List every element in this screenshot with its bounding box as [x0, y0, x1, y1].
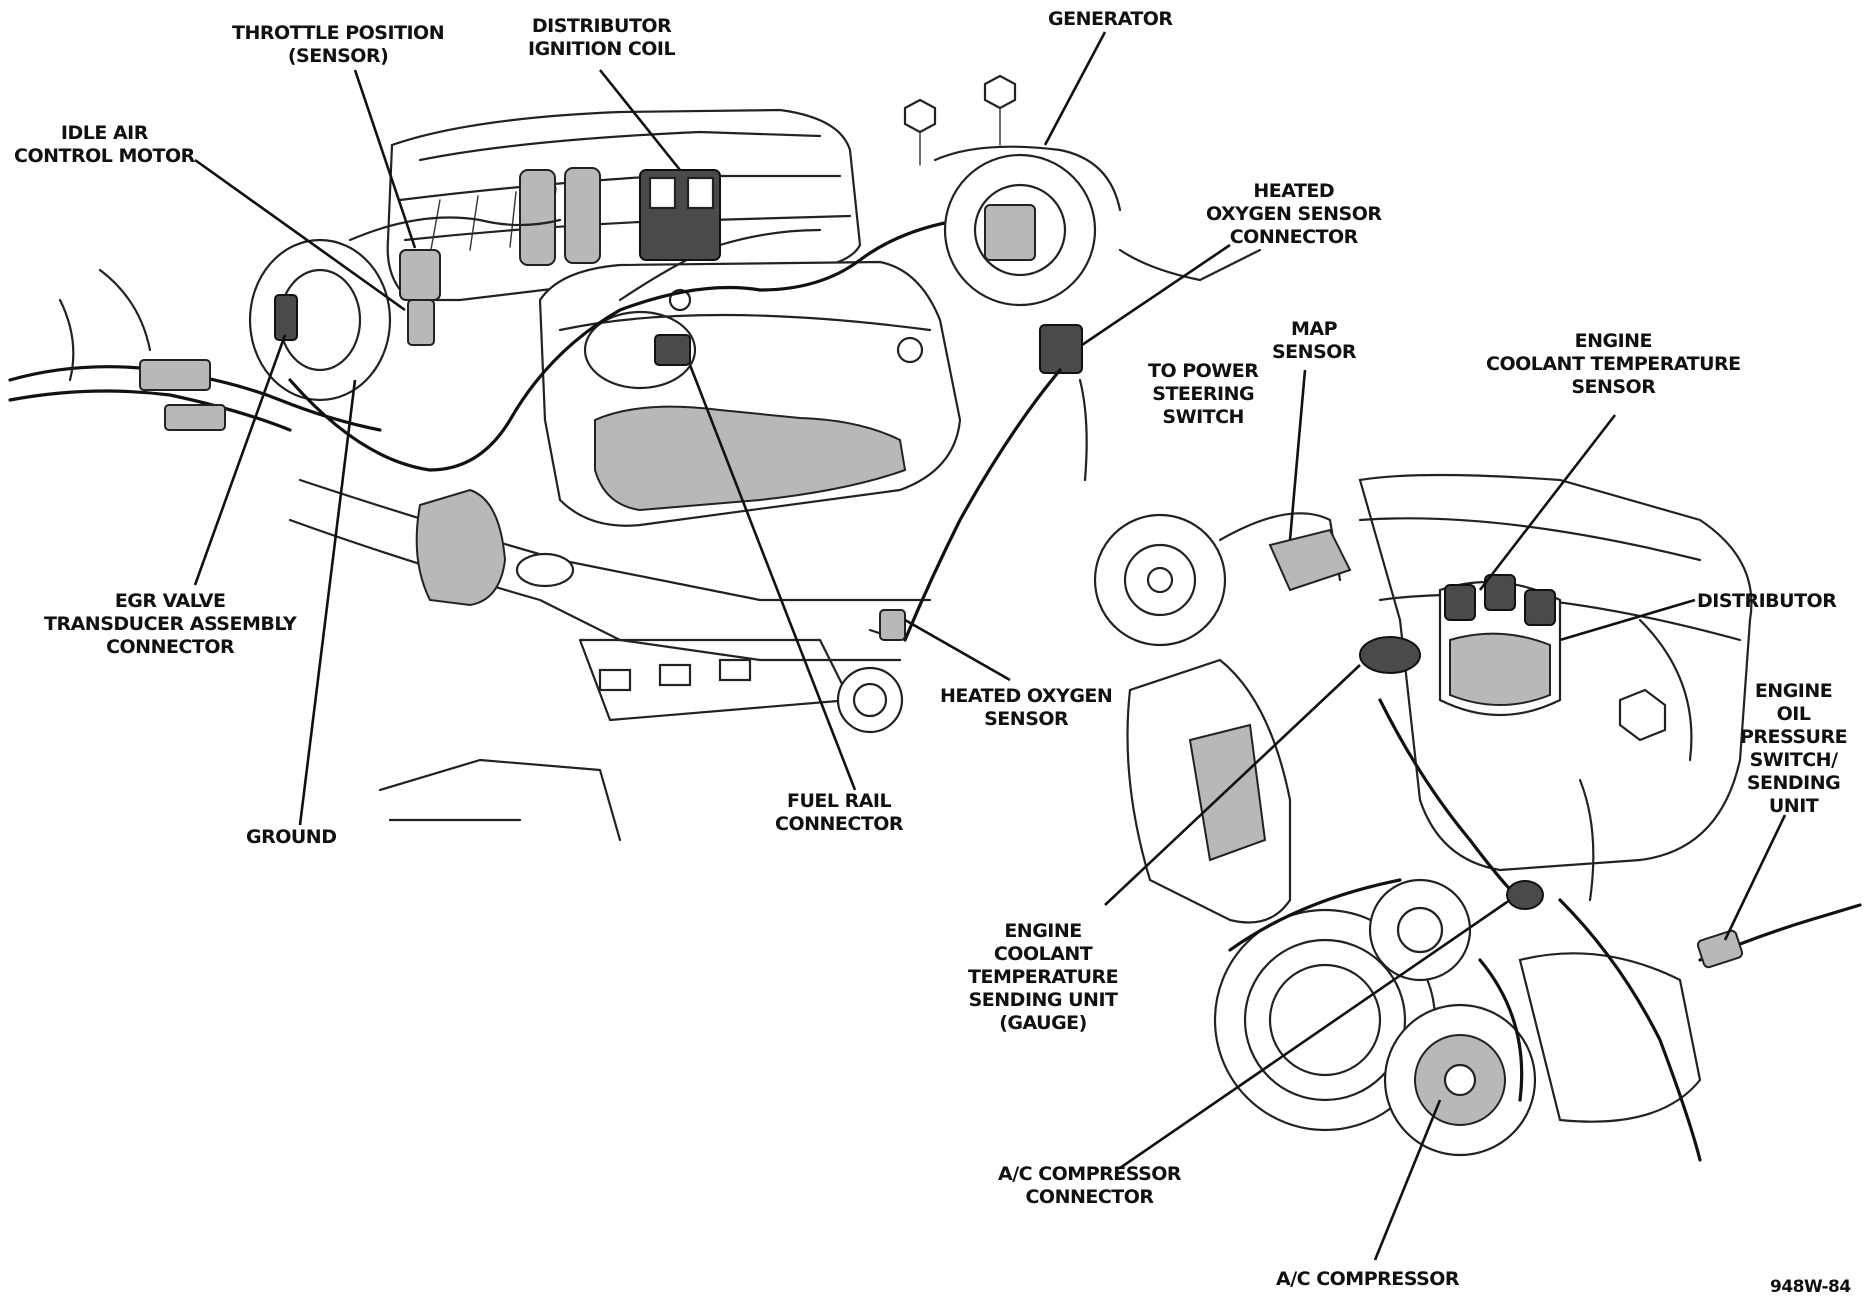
- label-to-power-steering-switch: TO POWER STEERING SWITCH: [1148, 360, 1259, 428]
- leader-generator: [1043, 31, 1107, 146]
- leader-engine-oil-pressure-switch: [1723, 814, 1787, 941]
- label-distributor: DISTRIBUTOR: [1697, 590, 1837, 612]
- label-map-sensor: MAP SENSOR: [1272, 318, 1357, 363]
- label-generator: GENERATOR: [1048, 8, 1173, 30]
- leader-lines: [193, 31, 1787, 1261]
- leader-engine-coolant-temperature-sending-unit: [1104, 664, 1361, 906]
- leader-ac-compressor: [1373, 1099, 1442, 1261]
- label-engine-coolant-temperature-sending-unit-gauge: ENGINE COOLANT TEMPERATURE SENDING UNIT …: [968, 920, 1119, 1034]
- leader-egr-valve-transducer-assembly-connector: [193, 334, 287, 586]
- leader-idle-air-control-motor: [194, 158, 406, 312]
- leader-fuel-rail-connector: [688, 364, 857, 791]
- leader-ground: [298, 379, 357, 826]
- leader-ac-compressor-connector: [1119, 898, 1511, 1170]
- leader-heated-oxygen-sensor: [904, 618, 1011, 682]
- label-engine-coolant-temperature-sensor: ENGINE COOLANT TEMPERATURE SENSOR: [1486, 330, 1741, 398]
- label-ac-compressor-connector: A/C COMPRESSOR CONNECTOR: [998, 1163, 1182, 1208]
- label-fuel-rail-connector: FUEL RAIL CONNECTOR: [775, 790, 904, 835]
- leader-throttle-position-sensor: [353, 69, 417, 249]
- upper-engine-illustration: [8, 74, 1262, 842]
- leader-heated-oxygen-sensor-connector: [1081, 243, 1231, 347]
- label-ac-compressor: A/C COMPRESSOR: [1276, 1268, 1460, 1290]
- label-heated-oxygen-sensor-connector: HEATED OXYGEN SENSOR CONNECTOR: [1206, 180, 1382, 248]
- label-heated-oxygen-sensor: HEATED OXYGEN SENSOR: [940, 685, 1113, 730]
- leader-distributor-ignition-coil: [598, 69, 682, 171]
- label-distributor-ignition-coil: DISTRIBUTOR IGNITION COIL: [528, 15, 676, 60]
- label-engine-oil-pressure-switch-sending-unit: ENGINE OIL PRESSURE SWITCH/ SENDING UNIT: [1740, 680, 1848, 817]
- label-egr-valve-transducer-assembly-connector: EGR VALVE TRANSDUCER ASSEMBLY CONNECTOR: [44, 590, 297, 658]
- figure-code: 948W-84: [1770, 1277, 1851, 1297]
- label-ground: GROUND: [246, 826, 337, 848]
- label-throttle-position-sensor: THROTTLE POSITION (SENSOR): [232, 22, 445, 67]
- label-idle-air-control-motor: IDLE AIR CONTROL MOTOR: [14, 122, 195, 167]
- leader-engine-coolant-temperature-sensor: [1478, 414, 1617, 591]
- leader-distributor: [1559, 598, 1696, 642]
- lower-engine-illustration: [1093, 473, 1862, 1162]
- leader-map-sensor: [1288, 369, 1307, 541]
